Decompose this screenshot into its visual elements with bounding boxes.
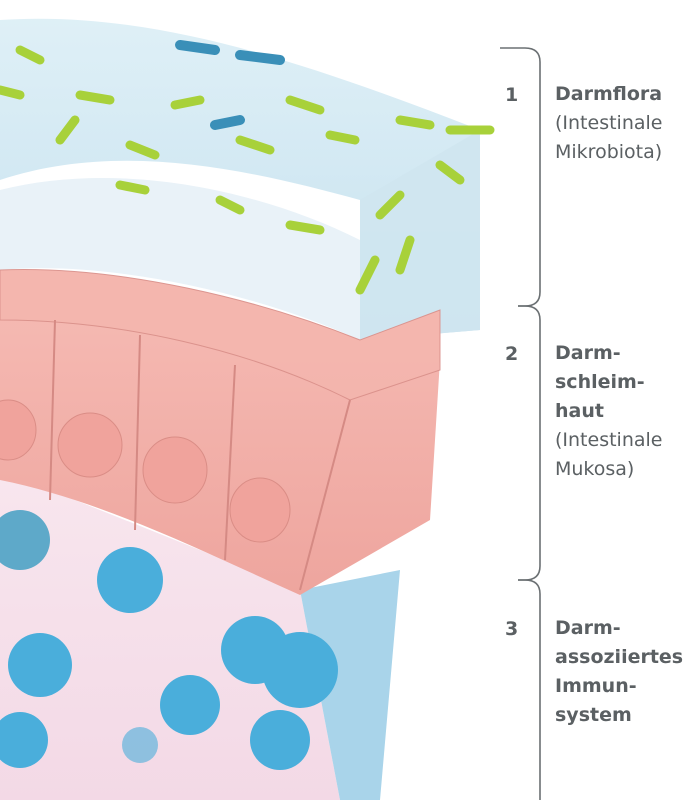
section-subtitle-line: Mukosa): [555, 458, 635, 480]
section-brackets: [500, 47, 541, 800]
section-number-1: 1: [505, 84, 519, 106]
lower-tissue: [0, 470, 400, 800]
bracket-2: [518, 305, 541, 581]
section-number-2: 2: [505, 343, 519, 365]
section-title-line: Darmflora: [555, 83, 663, 105]
bracket-3: [518, 579, 541, 800]
section-subtitle-line: (Intestinale: [555, 112, 663, 134]
gut-wall-illustration: [0, 18, 495, 800]
section-label-1: Darmflora (Intestinale Mikrobiota): [555, 80, 662, 167]
section-subtitle-line: Mikrobiota): [555, 141, 663, 163]
section-title-line: haut: [555, 400, 604, 422]
section-label-2: Darm- schleim- haut (Intestinale Mukosa): [555, 339, 662, 484]
immune-cells: [0, 510, 338, 770]
section-subtitle-line: (Intestinale: [555, 429, 663, 451]
bracket-1: [500, 47, 541, 307]
mucus-layer: [0, 18, 480, 340]
section-title-line: system: [555, 704, 632, 726]
bacteria: [0, 40, 495, 295]
section-title-line: Darm-: [555, 342, 621, 364]
section-title-line: Darm-: [555, 617, 621, 639]
section-title-line: schleim-: [555, 371, 645, 393]
section-number-3: 3: [505, 618, 519, 640]
section-label-3: Darm- assoziiertes Immun- system: [555, 614, 683, 730]
section-title-line: Immun-: [555, 675, 637, 697]
section-title-line: assoziiertes: [555, 646, 684, 668]
epithelium-layer: [0, 269, 441, 595]
